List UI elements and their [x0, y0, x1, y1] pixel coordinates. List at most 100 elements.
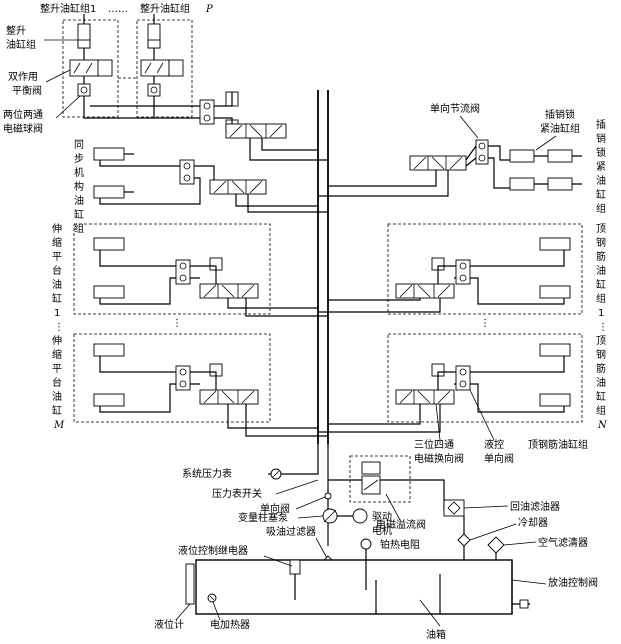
level-relay — [289, 559, 301, 600]
drive-motor-label-2: 电机 — [372, 524, 392, 537]
tele-platform-1-valves — [93, 237, 259, 299]
pilot-check-label-2: 单向阀 — [484, 452, 514, 465]
three-four-label-1: 三位四通 — [414, 438, 454, 451]
lift-direction-valve — [225, 91, 287, 139]
lift-cylinder-label-2: 油缸组 — [6, 38, 36, 51]
electric-heater — [207, 593, 217, 603]
tp1-3: 平 — [52, 252, 62, 263]
pin-lock-throttle-valve — [475, 139, 489, 165]
rb1-7: 1 — [598, 308, 604, 319]
rbn-1: 顶 — [596, 335, 606, 347]
tele-platform-1-label: 伸 缩 平 台 油 缸 1 — [52, 223, 62, 319]
tpm-6: 缸 — [52, 404, 62, 417]
tele-platform-m-label: 伸 缩 平 台 油 缸 M — [52, 335, 65, 431]
rebar-group-1-valves — [395, 237, 571, 299]
pin-lock-v-4: 紧 — [596, 161, 606, 173]
lift-group-p-label: 整升油缸组 — [140, 2, 190, 15]
oil-tank — [195, 559, 513, 615]
gauge-switch-label: 压力表开关 — [212, 487, 262, 500]
rb1-5: 缸 — [596, 278, 606, 291]
return-filter-label: 回油滤油器 — [510, 500, 560, 513]
pin-lock-v-3: 锁 — [596, 146, 606, 159]
rb1-4: 油 — [596, 264, 606, 277]
pin-lock-cylinders — [509, 149, 582, 191]
rb1-3: 筋 — [596, 250, 606, 263]
rebar-group-n-valves — [395, 343, 571, 407]
rbn-2: 钢 — [596, 348, 606, 361]
ball-valve-label-2: 电磁球阀 — [3, 122, 43, 135]
sync-label-1: 同 — [74, 139, 84, 151]
sync-label-3: 机 — [74, 166, 84, 179]
rebar-group-1-label: 顶 钢 筋 油 缸 组 1 — [596, 223, 606, 319]
tp1-4: 台 — [52, 264, 62, 277]
rbn-4: 油 — [596, 376, 606, 389]
air-filter-label: 空气滤清器 — [538, 536, 588, 549]
sync-label-6: 缸 — [74, 208, 84, 221]
tp1-2: 缩 — [52, 236, 62, 249]
pin-lock-v-label: 插 销 锁 紧 油 缸 组 — [596, 118, 606, 215]
cooler — [457, 533, 471, 547]
lift-cylinder-group-1 — [62, 14, 119, 118]
rb1-1: 顶 — [596, 223, 606, 235]
tp1-6: 缸 — [52, 292, 62, 305]
pilot-check-label-1: 液控 — [484, 438, 504, 451]
suction-filter-label: 吸油过滤器 — [266, 525, 316, 538]
air-filter — [487, 536, 505, 560]
check-valve-label: 单向阀 — [260, 502, 290, 515]
heater-label: 电加热器 — [210, 618, 250, 631]
variable-pump-label: 变量柱塞泵 — [238, 511, 288, 524]
variable-pump — [322, 508, 368, 524]
ball-valve-label-1: 两位两通 — [3, 108, 43, 121]
rb1-6: 组 — [596, 292, 606, 305]
tp1-1: 伸 — [52, 223, 62, 235]
cooler-label: 冷却器 — [518, 516, 548, 529]
rebar-group-n-label: 顶 钢 筋 油 缸 组 N — [596, 335, 608, 431]
tank-label: 油箱 — [426, 628, 446, 641]
rebar-vdots: ⋮ — [598, 322, 608, 333]
sync-direction-valve — [209, 179, 267, 195]
rb1-2: 钢 — [596, 236, 606, 249]
pin-lock-v-1: 插 — [596, 118, 606, 131]
pump-check-valve — [324, 492, 332, 500]
sync-label-4: 构 — [74, 180, 84, 193]
drive-motor-label-1: 驱动 — [372, 511, 392, 523]
system-gauge-label: 系统压力表 — [182, 467, 232, 480]
tpm-5: 油 — [52, 390, 62, 403]
level-gauge-label: 液位计 — [154, 618, 184, 631]
balance-valve-label-1: 双作用 — [8, 71, 38, 83]
pin-lock-h-label-1: 插销锁 — [545, 108, 575, 121]
pin-lock-v-6: 缸 — [596, 188, 606, 201]
lift-group-p-suffix: P — [205, 4, 213, 15]
pt-resistor — [360, 538, 372, 590]
rebar-bottom-label: 顶钢筋油缸组 — [528, 438, 588, 451]
pt-resistor-label: 铂热电阻 — [380, 538, 420, 551]
sync-label-5: 油 — [74, 194, 84, 207]
pin-lock-v-7: 组 — [596, 202, 606, 215]
relief-valve-label: 电磁溢流阀 — [376, 518, 426, 531]
tele-vdots: ⋮ — [54, 322, 64, 333]
one-way-throttle-label: 单向节流阀 — [430, 102, 480, 115]
rbn-3: 筋 — [596, 362, 606, 375]
balance-valve-label-2: 平衡阀 — [12, 84, 42, 97]
pin-lock-h-label-2: 紧油缸组 — [540, 122, 580, 135]
tele-platform-m-valves — [93, 343, 259, 407]
return-filter — [443, 499, 465, 517]
rbn-6: 组 — [596, 404, 606, 417]
drain-valve — [512, 599, 530, 609]
tp1-5: 油 — [52, 278, 62, 291]
pin-lock-v-5: 油 — [596, 174, 606, 187]
system-pressure-gauge — [270, 468, 282, 480]
tpm-3: 平 — [52, 364, 62, 375]
lift-group-1-label: 整升油缸组1 — [40, 2, 96, 15]
tpm-2: 缩 — [52, 348, 62, 361]
pin-lock-direction-valve — [409, 155, 467, 171]
tp1-7: 1 — [54, 308, 60, 319]
rbn-5: 缸 — [596, 390, 606, 403]
tpm-4: 台 — [52, 376, 62, 389]
three-four-label-2: 电磁换向阀 — [414, 452, 464, 465]
rbn-suffix: N — [597, 420, 608, 431]
level-relay-label: 液位控制继电器 — [178, 544, 248, 557]
drain-valve-label: 放油控制阀 — [548, 576, 598, 589]
pin-lock-v-2: 销 — [596, 132, 606, 145]
sync-mechanism-cylinders — [93, 147, 134, 199]
